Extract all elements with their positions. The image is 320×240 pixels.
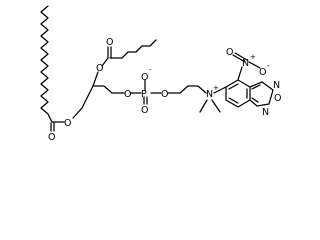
phosphate-minus-sign: - [149,66,152,74]
nbd-double-bond-1 [228,83,239,90]
carbonyl-o1-label: O [48,132,55,143]
nitro-n-o-left-b [234,52,248,61]
nitro-o-left-label: O [226,47,233,58]
nitro-n-label: N [242,58,249,69]
ammonium-plus-sign: + [213,84,219,92]
n-methyl-2 [211,99,221,113]
phosphorus-label: P [141,89,147,100]
n-methyl-1 [199,99,208,113]
nitro-o-right-label: O [259,67,266,78]
n-ring-bond [213,86,227,94]
oxadiazole-ring [249,81,274,107]
ester-o1-label: O [64,118,71,129]
nitro-minus-sign: - [267,62,270,70]
nbd-double-bond-3 [228,97,239,104]
carbonyl-o2-label: O [106,37,113,48]
structure-svg: O O O O O P O O O - N + N O N N + O O - [40,5,281,143]
oxadiazole-o-label: O [274,93,281,104]
ethylene-linker [167,85,207,94]
ester2-o-c-bond [101,57,109,67]
short-acyl-chain [109,39,157,59]
ester-o2-label: O [96,63,103,74]
nitro-n-o-right [248,61,261,69]
glycerol-backbone [81,85,125,109]
ester1-o-glycerol-bond [72,107,83,119]
molecule-diagram: O O O O O P O O O - N + N O N N + O O - [40,5,281,143]
long-acyl-chain [40,5,53,123]
nitro-plus-sign: + [250,53,256,61]
nitro-n-o-left-a [232,54,246,63]
phosphate-o-minus-label: O [141,72,148,83]
glycerol-sn2-o-bond [92,71,99,87]
oxadiazole-double-1 [251,84,261,90]
oxadiazole-n-bottom-label: N [262,107,269,118]
ring-nitro-bond [237,66,243,81]
phosphate-o-left-label: O [124,89,131,100]
phosphate-o-right-label: O [161,89,168,100]
phosphate-o-double-label: O [141,105,148,116]
oxadiazole-double-2 [251,97,259,103]
oxadiazole-n-top-label: N [273,80,280,91]
ammonium-n-label: N [206,89,213,100]
